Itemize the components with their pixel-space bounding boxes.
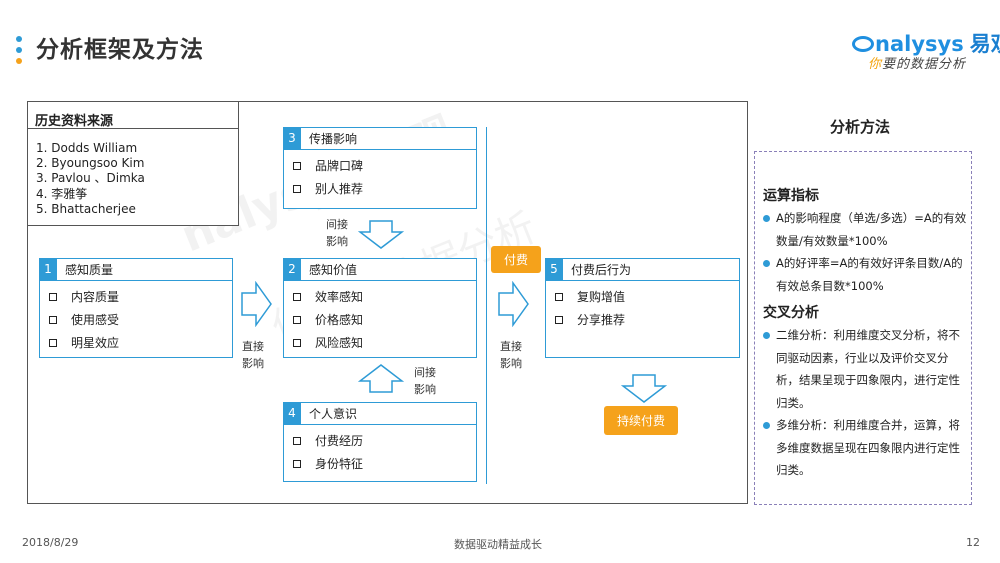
- factor-title: 感知价值: [309, 263, 358, 277]
- logo-mark-icon: [852, 36, 874, 52]
- factor-box-post-payment-behavior: 5 付费后行为 复购增值 分享推荐: [545, 258, 740, 358]
- factor-item: 使用感受: [40, 308, 232, 331]
- factor-number: 3: [283, 127, 301, 149]
- source-item: 1. Dodds William: [36, 141, 138, 155]
- logo-tagline-first: 你: [868, 57, 883, 72]
- checkbox-icon: [293, 338, 301, 347]
- sources-title: 历史资料来源: [35, 114, 114, 129]
- factor-header: 1 感知质量: [39, 258, 232, 281]
- indirect-influence-label-bottom: 间接 影响: [414, 366, 436, 396]
- factor-item: 别人推荐: [284, 177, 476, 200]
- factor-item: 内容质量: [40, 285, 232, 308]
- method-bullet: A的好评率=A的有效好评条目数/A的有效总条目数*100%: [763, 252, 967, 297]
- logo-brand-en: nalysys: [875, 32, 964, 56]
- factor-item: 复购增值: [546, 285, 739, 308]
- analysys-logo: nalysys易观: [852, 28, 1000, 58]
- checkbox-icon: [293, 292, 301, 301]
- arrow-down-icon: [621, 374, 667, 403]
- direct-influence-label-left: 直接 影响: [242, 340, 264, 370]
- checkbox-icon: [555, 292, 563, 301]
- arrow-down-icon: [358, 220, 404, 249]
- method-box: 运算指标 A的影响程度（单选/多选）=A的有效数量/有效数量*100% A的好评…: [754, 151, 972, 505]
- sources-divider: [28, 128, 238, 129]
- factor-item: 价格感知: [284, 308, 476, 331]
- source-item: 4. 李雅筝: [36, 186, 88, 201]
- factor-box-spread-influence: 3 传播影响 品牌口碑 别人推荐: [283, 127, 477, 209]
- factor-number: 4: [283, 402, 301, 424]
- factor-number: 2: [283, 258, 301, 280]
- checkbox-icon: [49, 315, 57, 324]
- framework-panel: [27, 101, 748, 504]
- method-bullet: 多维分析：利用维度合并，运算，将多维度数据呈现在四象限内进行定性归类。: [763, 414, 967, 482]
- factor-item: 品牌口碑: [284, 154, 476, 177]
- source-item: 2. Byoungsoo Kim: [36, 156, 145, 171]
- factor-title: 感知质量: [65, 263, 114, 277]
- page-title: 分析框架及方法: [36, 37, 204, 63]
- logo-tagline-rest: 要的数据分析: [882, 57, 967, 72]
- factor-box-perceived-quality: 1 感知质量 内容质量 使用感受 明星效应: [39, 258, 233, 358]
- continue-pay-tag: 持续付费: [604, 406, 678, 435]
- footer-slogan: 数据驱动精益成长: [454, 538, 542, 551]
- bullet-dot-icon: [763, 332, 770, 339]
- direct-influence-label-right: 直接 影响: [500, 340, 522, 370]
- checkbox-icon: [293, 184, 301, 193]
- bullet-dot-icon: [763, 260, 770, 267]
- sources-box: 历史资料来源 1. Dodds William 2. Byoungsoo Kim…: [27, 101, 239, 226]
- factor-box-perceived-value: 2 感知价值 效率感知 价格感知 风险感知: [283, 258, 477, 358]
- arrow-right-icon: [241, 281, 272, 327]
- factor-title: 付费后行为: [571, 263, 632, 277]
- bullet-dot-icon: [763, 215, 770, 222]
- factor-header: 5 付费后行为: [545, 258, 739, 281]
- checkbox-icon: [49, 338, 57, 347]
- factor-item: 明星效应: [40, 331, 232, 354]
- checkbox-icon: [293, 315, 301, 324]
- payment-divider-line: [486, 127, 487, 484]
- checkbox-icon: [293, 161, 301, 170]
- factor-item: 效率感知: [284, 285, 476, 308]
- factor-item: 风险感知: [284, 331, 476, 354]
- page-number: 12: [966, 536, 980, 549]
- factor-item: 付费经历: [284, 429, 476, 452]
- logo-tagline: 你要的数据分析: [868, 53, 966, 72]
- checkbox-icon: [293, 436, 301, 445]
- method-bullet: 二维分析：利用维度交叉分析，将不同驱动因素，行业以及评价交叉分析，结果呈现于四象…: [763, 324, 967, 414]
- source-item: 3. Pavlou 、Dimka: [36, 171, 145, 186]
- title-decoration: [16, 36, 24, 69]
- sources-list: 1. Dodds William 2. Byoungsoo Kim 3. Pav…: [36, 141, 145, 217]
- indirect-influence-label-top: 间接 影响: [326, 218, 348, 248]
- factor-number: 1: [39, 258, 57, 280]
- factor-number: 5: [545, 258, 563, 280]
- arrow-right-icon: [498, 281, 529, 327]
- factor-title: 传播影响: [309, 132, 358, 146]
- checkbox-icon: [49, 292, 57, 301]
- checkbox-icon: [555, 315, 563, 324]
- checkbox-icon: [293, 459, 301, 468]
- method-bullet: A的影响程度（单选/多选）=A的有效数量/有效数量*100%: [763, 207, 967, 252]
- factor-box-personal-awareness: 4 个人意识 付费经历 身份特征: [283, 402, 477, 482]
- bullet-dot-icon: [763, 422, 770, 429]
- method-title: 分析方法: [830, 118, 891, 136]
- source-item: 5. Bhattacherjee: [36, 201, 136, 216]
- factor-header: 3 传播影响: [283, 127, 476, 150]
- factor-title: 个人意识: [309, 407, 358, 421]
- logo-brand-cn: 易观: [969, 32, 1000, 56]
- footer-date: 2018/8/29: [22, 536, 79, 549]
- factor-item: 身份特征: [284, 452, 476, 475]
- factor-header: 2 感知价值: [283, 258, 476, 281]
- method-section-metrics: 运算指标: [763, 188, 819, 204]
- factor-item: 分享推荐: [546, 308, 739, 331]
- method-section-cross: 交叉分析: [763, 305, 819, 321]
- pay-tag: 付费: [491, 246, 541, 273]
- arrow-up-icon: [358, 364, 404, 393]
- factor-header: 4 个人意识: [283, 402, 476, 425]
